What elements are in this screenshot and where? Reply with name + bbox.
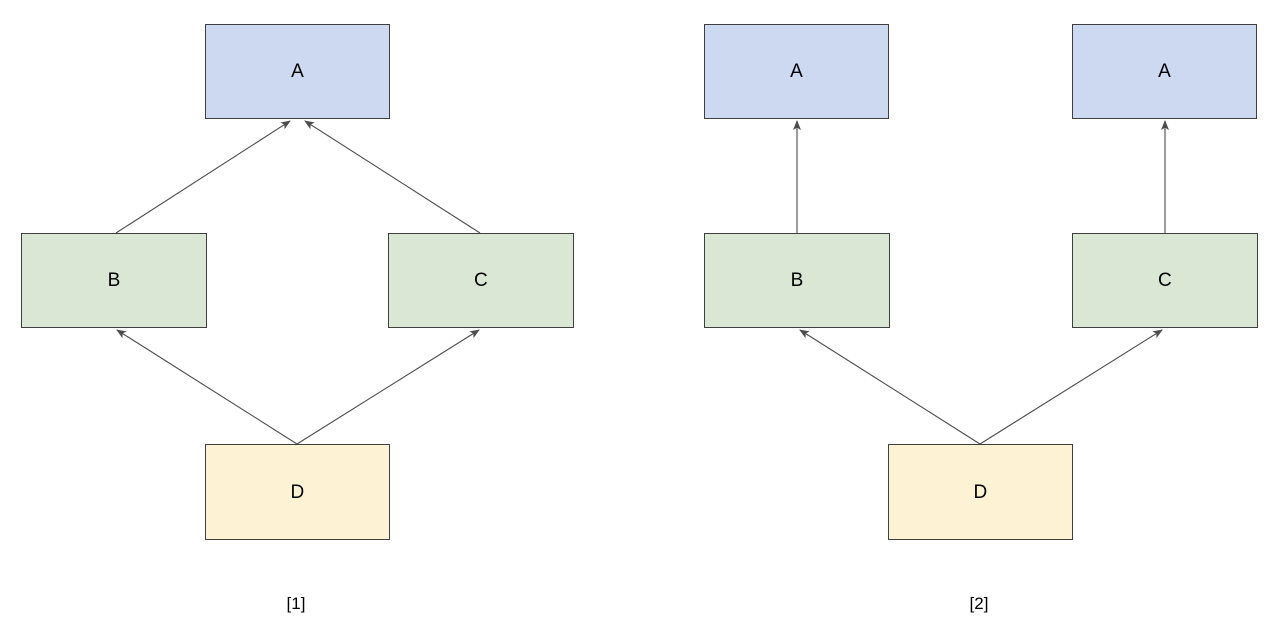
node-label: A: [790, 61, 803, 82]
diagram-caption: [1]: [286, 594, 306, 613]
node-b[interactable]: B: [21, 233, 207, 328]
edges-group: [115, 120, 1169, 445]
edge-b-to-a: [115, 120, 291, 234]
node-label: D: [290, 481, 305, 503]
edge-d-to-b: [116, 329, 298, 445]
edge-c-to-a: [304, 120, 481, 234]
edge-d-to-c: [979, 329, 1163, 445]
node-a[interactable]: A: [704, 24, 889, 119]
node-c[interactable]: C: [1072, 233, 1258, 328]
node-label: D: [973, 481, 988, 503]
node-a[interactable]: A: [1072, 24, 1257, 119]
node-label: A: [1158, 61, 1171, 82]
node-c[interactable]: C: [388, 233, 574, 328]
node-d[interactable]: D: [888, 444, 1073, 540]
diagram-caption: [2]: [969, 594, 989, 613]
node-a[interactable]: A: [205, 24, 390, 119]
node-b[interactable]: B: [704, 233, 890, 328]
node-label: C: [474, 270, 488, 291]
edge-d-to-b: [799, 329, 981, 445]
edge-d-to-c: [296, 329, 480, 445]
node-label: A: [291, 61, 304, 82]
node-label: B: [790, 270, 804, 291]
node-label: B: [107, 270, 121, 291]
node-label: C: [1158, 270, 1172, 291]
node-d[interactable]: D: [205, 444, 390, 540]
